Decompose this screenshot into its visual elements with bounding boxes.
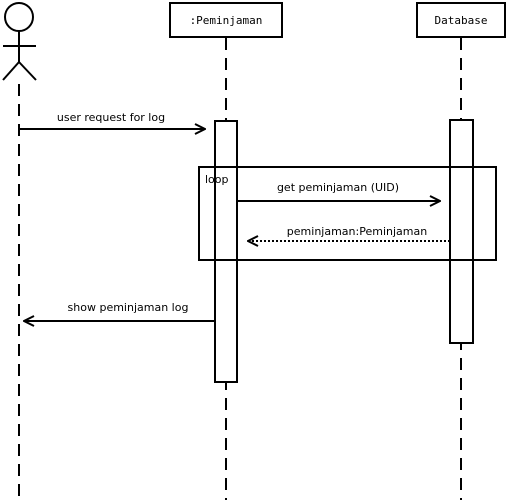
user-request-label: user request for log <box>57 111 165 124</box>
return-peminjaman-label: peminjaman:Peminjaman <box>287 225 427 238</box>
show-log-label: show peminjaman log <box>68 301 189 314</box>
database-activation <box>449 119 474 344</box>
loop-frame-label: loop <box>205 173 229 186</box>
peminjaman-activation <box>214 120 238 383</box>
get-peminjaman-label: get peminjaman (UID) <box>277 181 399 194</box>
loop-frame <box>198 166 497 261</box>
database-participant: Database <box>416 2 506 38</box>
database-participant-label: Database <box>435 14 488 27</box>
peminjaman-participant-label: :Peminjaman <box>190 14 263 27</box>
actor-icon <box>2 2 37 81</box>
peminjaman-participant: :Peminjaman <box>169 2 283 38</box>
